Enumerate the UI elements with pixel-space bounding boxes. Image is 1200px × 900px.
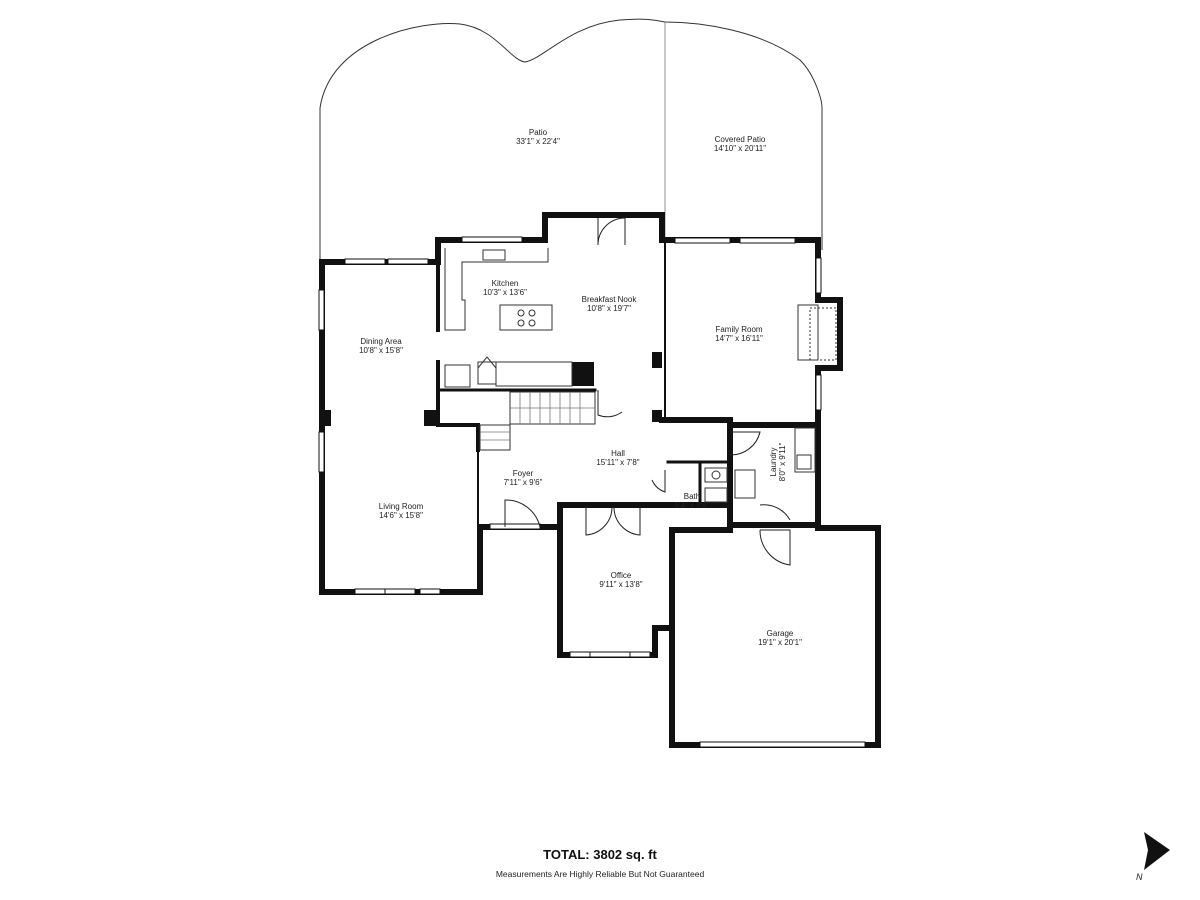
garage-name: Garage bbox=[767, 629, 794, 638]
covered-patio-name: Covered Patio bbox=[715, 135, 766, 144]
garage-dim: 19'1" x 20'1" bbox=[758, 638, 802, 647]
covered-patio-dim: 14'10" x 20'11" bbox=[714, 144, 766, 153]
patio-outline bbox=[319, 18, 823, 262]
office-dim: 9'11" x 13'8" bbox=[599, 580, 642, 589]
hall-dim: 15'11" x 7'8" bbox=[596, 458, 639, 467]
interior-walls bbox=[436, 239, 732, 528]
columns bbox=[319, 352, 662, 426]
breakfast-nook-name: Breakfast Nook bbox=[582, 295, 638, 304]
windows bbox=[318, 236, 866, 748]
hall-name: Hall bbox=[611, 449, 625, 458]
stairs bbox=[444, 356, 596, 451]
foyer-dim: 7'11" x 9'6" bbox=[504, 478, 543, 487]
dining-area-dim: 10'8" x 15'8" bbox=[359, 346, 403, 355]
family-room-dim: 14'7" x 16'11" bbox=[715, 334, 763, 343]
kitchen-fixtures bbox=[444, 248, 553, 331]
patio-name: Patio bbox=[529, 128, 548, 137]
room-labels: Patio 33'1" x 22'4" Covered Patio 14'10"… bbox=[359, 128, 802, 647]
laundry-name: Laundry bbox=[769, 448, 778, 477]
office-name: Office bbox=[611, 571, 632, 580]
family-room-name: Family Room bbox=[715, 325, 762, 334]
bath-dim: 5'4" x 5'8" bbox=[675, 501, 710, 510]
doors bbox=[504, 217, 791, 566]
breakfast-nook-dim: 10'8" x 19'7" bbox=[587, 304, 631, 313]
kitchen-name: Kitchen bbox=[492, 279, 519, 288]
living-room-name: Living Room bbox=[379, 502, 424, 511]
bath-name: Bath bbox=[684, 492, 700, 501]
total-area: TOTAL: 3802 sq. ft bbox=[543, 847, 657, 862]
fireplace bbox=[797, 304, 837, 361]
north-arrow-icon bbox=[1144, 832, 1170, 870]
measurement-disclaimer: Measurements Are Highly Reliable But Not… bbox=[495, 869, 705, 879]
foyer-name: Foyer bbox=[513, 469, 534, 478]
patio-dim: 33'1" x 22'4" bbox=[516, 137, 560, 146]
bath-fixtures bbox=[704, 427, 816, 503]
living-room-dim: 14'6" x 15'8" bbox=[379, 511, 423, 520]
dining-area-name: Dining Area bbox=[360, 337, 402, 346]
laundry-dim: 8'0" x 9'11" bbox=[778, 442, 787, 481]
north-label: N bbox=[1136, 872, 1143, 882]
kitchen-dim: 10'3" x 13'6" bbox=[483, 288, 527, 297]
